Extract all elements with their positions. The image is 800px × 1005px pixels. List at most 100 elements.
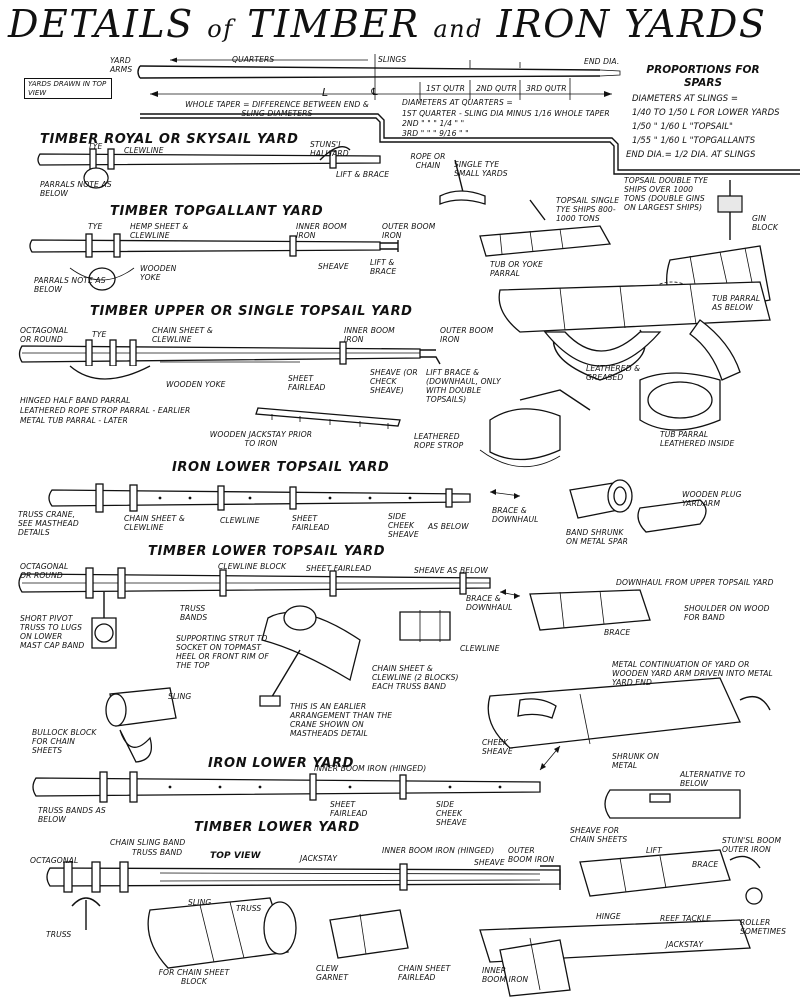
proportions-line-3: 1/55 " 1/60 L "TOPGALLANTS [632,136,756,146]
diam-quarter-1: 1ST QUARTER - SLING DIA MINUS 1/16 WHOLE… [402,109,610,118]
timber-lower-brace-label: BRACE [692,860,719,869]
parral-details-drawing [439,159,771,467]
topgallant-tye-label: TYE [88,222,103,231]
timber-lower-yard-heading: TIMBER LOWER YARD [194,820,360,835]
first-quarter-label: 1ST QUTR [426,84,465,93]
timber-lower-sling-label: SLING [188,898,212,907]
topgallant-sheave-label: SHEAVE [318,262,349,271]
wooden-jackstay-drawing [255,407,401,429]
shoulder-wood-label: SHOULDER ON WOOD FOR BAND [684,604,770,622]
proportions-line-4: END DIA.= 1/2 DIA. AT SLINGS [626,150,756,160]
earlier-arrangement-label: THIS IS AN EARLIER ARRANGEMENT THAN THE … [290,702,393,738]
tub-leathered-label: TUB PARRAL LEATHERED INSIDE [660,430,735,448]
timber-lower-topsail-yard-drawing [18,567,651,707]
iron-lower-topsail-as-below-label: AS BELOW [428,522,469,531]
quarters-label: QUARTERS [232,55,275,64]
title-and: and [433,15,484,43]
page-title: DETAILS of TIMBER and IRON YARDS [8,2,798,46]
tub-or-yoke-label: TUB OR YOKE PARRAL [490,260,543,278]
leathered-greased-label: LEATHERED & GREASED [586,364,641,382]
chain-sheet-fairlead-label: CHAIN SHEET FAIRLEAD [398,964,451,982]
iron-lower-yard-heading: IRON LOWER YARD [208,756,354,771]
topsail-single-tye-label: TOPSAIL SINGLE TYE SHIPS 800-1000 TONS [556,196,620,223]
royal-tye-label: TYE [88,142,103,151]
wooden-plug-label: WOODEN PLUG YARDARM [682,490,742,508]
yard-arms-label: YARD ARMS [110,56,133,74]
title-of: of [207,15,234,43]
yard-dimension-diagram [137,54,800,175]
topsail-double-tye-label: TOPSAIL DOUBLE TYE SHIPS OVER 1000 TONS … [624,176,709,212]
timber-lower-topsail-brace-label: BRACE [604,628,631,637]
timber-lower-topsail-sheet-fairlead-label: SHEET FAIRLEAD [306,564,372,573]
upper-topsail-yard-heading: TIMBER UPPER OR SINGLE TOPSAIL YARD [90,304,413,319]
royal-clewline-label: CLEWLINE [124,146,164,155]
clew-garnet-label: CLEW GARNET [316,964,349,982]
royal-yard-drawing [37,146,381,189]
proportions-line-0: DIAMETERS AT SLINGS = [632,94,739,104]
timber-lower-inner-boom-label: INNER BOOM IRON (HINGED) [382,846,495,855]
royal-lift-brace-label: LIFT & BRACE [336,170,390,179]
downhaul-upper-label: DOWNHAUL FROM UPPER TOPSAIL YARD [616,578,774,587]
iron-lower-topsail-heading: IRON LOWER TOPSAIL YARD [172,460,390,475]
stunsl-boom-label: STUN'SL BOOM OUTER IRON [722,836,782,854]
truss-bands-label: TRUSS BANDS [180,604,208,622]
upper-topsail-yard-drawing [18,339,441,380]
tub-parral-below-label: TUB PARRAL AS BELOW [712,294,761,312]
upper-topsail-inner-boom-label: INNER BOOM IRON [344,326,395,344]
topgallant-lift-brace-label: LIFT & BRACE [370,258,397,276]
timber-lower-topsail-brace-downhaul-label: BRACE & DOWNHAUL [466,594,513,612]
upper-topsail-note-1: HINGED HALF BAND PARRAL [20,396,131,405]
title-details: DETAILS [8,2,194,46]
royal-parrals-label: PARRALS NOTE AS BELOW [40,180,112,198]
upper-topsail-sheave-label: SHEAVE (OR CHECK SHEAVE) [370,368,418,395]
upper-topsail-wooden-yoke-label: WOODEN YOKE [166,380,226,389]
topgallant-yard-drawing [29,233,399,291]
third-quarter-label: 3RD QUTR [526,84,567,93]
alternative-label: ALTERNATIVE TO BELOW [680,770,746,788]
upper-topsail-chain-sheet-label: CHAIN SHEET & CLEWLINE [152,326,213,344]
cheek-sheave-label: CHEEK SHEAVE [482,738,513,756]
supporting-strut-label: SUPPORTING STRUT TO SOCKET ON TOPMAST HE… [176,634,269,670]
whole-taper-note: WHOLE TAPER = DIFFERENCE BETWEEN END & S… [185,100,369,118]
metal-continuation-label: METAL CONTINUATION OF YARD OR WOODEN YAR… [612,660,773,687]
hinge-label: HINGE [596,912,621,921]
upper-topsail-sheet-fairlead-label: SHEET FAIRLEAD [288,374,326,392]
iron-lower-yard-drawing [32,677,771,819]
iron-lower-topsail-side-cheek-label: SIDE CHEEK SHEAVE [388,512,419,539]
topgallant-wooden-yoke-label: WOODEN YOKE [140,264,177,282]
diam-quarters-title: DIAMETERS AT QUARTERS = [402,98,513,107]
proportions-line-2: 1/50 " 1/60 L "TOPSAIL" [632,122,733,132]
topgallant-hemp-sheet-label: HEMP SHEET & CLEWLINE [130,222,189,240]
iron-lower-topsail-clewline-label: CLEWLINE [220,516,260,525]
iron-lower-truss-bands-label: TRUSS BANDS AS BELOW [38,806,106,824]
timber-lower-lift-label: LIFT [646,846,662,855]
upper-topsail-note-2: LEATHERED ROPE STROP PARRAL - EARLIER [20,406,191,415]
iron-lower-sheet-fairlead-label: SHEET FAIRLEAD [330,800,368,818]
title-timber: TIMBER [247,2,420,46]
iron-lower-sling-label: SLING [168,692,192,701]
timber-lower-topsail-heading: TIMBER LOWER TOPSAIL YARD [148,544,386,559]
clewline-block-label: CLEWLINE BLOCK [218,562,287,571]
upper-topsail-outer-boom-label: OUTER BOOM IRON [440,326,494,344]
iron-lower-side-cheek-label: SIDE CHEEK SHEAVE [436,800,467,827]
timber-lower-octagonal-label: OCTAGONAL [30,856,79,865]
sheave-as-below-label: SHEAVE AS BELOW [414,566,488,575]
upper-topsail-tye-label: TYE [92,330,107,339]
chain-sling-band-label: CHAIN SLING BAND [110,838,186,847]
timber-lower-topsail-octagonal-label: OCTAGONAL OR ROUND [20,562,69,580]
royal-stunsl-label: STUNS'L HALLIARD [310,140,349,158]
timber-lower-jackstay-label: JACKSTAY [300,854,338,863]
second-quarter-label: 2ND QUTR [476,84,518,93]
band-shrunk-label: BAND SHRUNK ON METAL SPAR [566,528,628,546]
roller-sometimes-label: ROLLER SOMETIMES [740,918,787,936]
bullock-block-label: BULLOCK BLOCK FOR CHAIN SHEETS [32,728,97,755]
royal-yard-heading: TIMBER ROYAL OR SKYSAIL YARD [40,132,299,147]
top-view-label: TOP VIEW [210,851,261,861]
wooden-jackstay-label: WOODEN JACKSTAY PRIOR TO IRON [209,430,313,448]
leathered-rope-strop-label: LEATHERED ROPE STROP [414,432,464,450]
shrunk-on-metal-label: SHRUNK ON METAL [612,752,659,770]
centerline-mark: ℄ [370,87,380,98]
diam-quarter-2: 2ND " " " 1/4 " " [402,119,465,128]
iron-lower-topsail-sheet-fairlead-label: SHEET FAIRLEAD [292,514,330,532]
